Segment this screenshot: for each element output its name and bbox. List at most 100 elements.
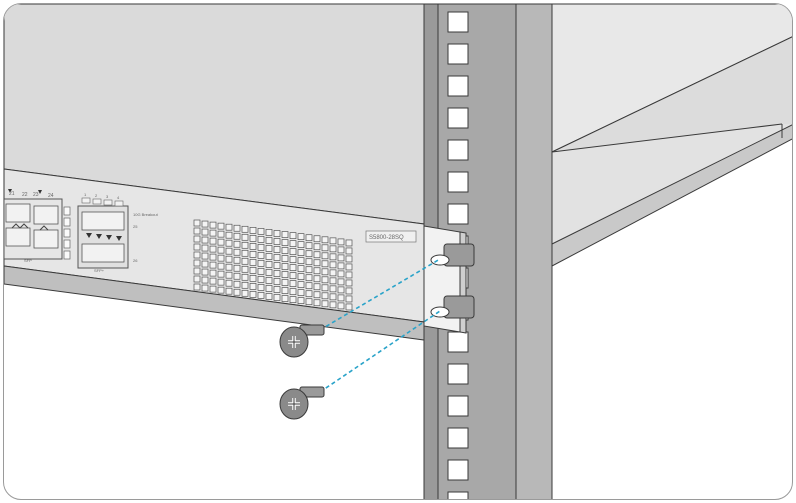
- rack-mount-illustration: 21 22 23 24 1 2 3 4 10G Breakout 25 26 S…: [4, 4, 792, 499]
- vent-hole: [289, 248, 297, 255]
- vent-hole: [329, 245, 337, 253]
- vent-hole: [281, 295, 289, 302]
- vent-hole: [281, 247, 289, 254]
- vent-hole: [241, 233, 249, 241]
- vent-hole: [289, 256, 297, 263]
- vent-hole: [201, 236, 209, 244]
- vent-hole: [273, 246, 281, 253]
- vent-hole: [281, 231, 289, 238]
- vent-hole: [305, 250, 313, 258]
- vent-hole: [241, 249, 249, 257]
- vent-hole: [321, 292, 329, 300]
- vent-hole: [233, 224, 241, 232]
- vent-hole: [313, 267, 321, 275]
- vent-hole: [321, 284, 329, 292]
- vent-hole: [225, 239, 233, 247]
- sfp-number-1: 1: [84, 192, 87, 197]
- sfp-port-block: [77, 197, 129, 269]
- vent-hole: [249, 243, 257, 250]
- vent-hole: [289, 264, 297, 271]
- caption-sfp: SFP: [24, 258, 32, 263]
- vent-hole: [233, 272, 241, 280]
- rear-shelf: [551, 4, 792, 267]
- vent-hole: [265, 285, 273, 292]
- vent-hole: [201, 284, 209, 292]
- switch-front-panel: [4, 168, 425, 341]
- model-label: S5800-28SQ: [369, 235, 404, 241]
- vent-hole: [289, 296, 297, 303]
- sfp-number-2: 2: [95, 193, 98, 198]
- vent-hole: [233, 256, 241, 264]
- vent-hole: [257, 228, 265, 235]
- vent-hole: [265, 269, 273, 276]
- vent-hole: [265, 277, 273, 284]
- vent-hole: [201, 268, 209, 276]
- vent-hole: [321, 260, 329, 268]
- vent-hole: [233, 248, 241, 256]
- vent-hole: [241, 265, 249, 273]
- vent-hole: [345, 295, 353, 303]
- vent-hole: [321, 236, 329, 244]
- port-label-22: 22: [22, 192, 28, 198]
- vent-hole: [217, 286, 225, 294]
- vent-hole: [273, 270, 281, 277]
- vent-hole: [193, 243, 201, 251]
- vent-hole: [193, 251, 201, 259]
- vent-hole: [201, 228, 209, 236]
- vent-hole: [257, 236, 265, 243]
- vent-hole: [329, 253, 337, 261]
- vent-hole: [313, 291, 321, 299]
- vent-hole: [337, 254, 345, 262]
- vent-hole: [233, 280, 241, 288]
- vent-hole: [337, 286, 345, 294]
- vent-hole: [313, 243, 321, 251]
- module-caption: 10G Breakout: [133, 212, 159, 217]
- vent-hole: [257, 268, 265, 275]
- vent-hole: [249, 259, 257, 266]
- vent-hole: [305, 282, 313, 290]
- vent-hole: [217, 238, 225, 246]
- vent-hole: [265, 229, 273, 236]
- vent-hole: [209, 261, 217, 269]
- vent-hole: [257, 260, 265, 267]
- vent-hole: [233, 288, 241, 296]
- bracket-slot-upper: [430, 254, 450, 266]
- vent-hole: [273, 278, 281, 285]
- vent-hole: [193, 283, 201, 291]
- vent-hole: [329, 285, 337, 293]
- vent-hole: [345, 263, 353, 271]
- vent-hole: [225, 263, 233, 271]
- vent-hole: [321, 252, 329, 260]
- vent-hole: [241, 225, 249, 233]
- vent-hole: [329, 301, 337, 309]
- ventilation-grid: [193, 219, 353, 311]
- vent-hole: [321, 276, 329, 284]
- vent-hole: [345, 247, 353, 255]
- vent-hole: [305, 298, 313, 306]
- vent-hole: [321, 244, 329, 252]
- vent-hole: [329, 237, 337, 245]
- rail-hole: [447, 11, 469, 33]
- rail-hole: [447, 43, 469, 65]
- vent-hole: [297, 297, 305, 304]
- vent-hole: [265, 253, 273, 260]
- vent-hole: [249, 283, 257, 290]
- vent-hole: [337, 294, 345, 302]
- vent-hole: [345, 271, 353, 279]
- vent-hole: [281, 271, 289, 278]
- vent-hole: [297, 233, 305, 240]
- bracket-slot-lower: [430, 306, 450, 318]
- vent-hole: [241, 281, 249, 289]
- vent-hole: [297, 281, 305, 288]
- vent-hole: [201, 260, 209, 268]
- vent-hole: [201, 220, 209, 228]
- vent-hole: [313, 299, 321, 307]
- guide-line-lower: [319, 310, 441, 393]
- vent-hole: [337, 246, 345, 254]
- vent-hole: [289, 288, 297, 295]
- vent-hole: [209, 253, 217, 261]
- vent-hole: [249, 275, 257, 282]
- caption-sfp-plus: SFP+: [94, 268, 105, 273]
- vent-hole: [313, 259, 321, 267]
- vent-hole: [225, 247, 233, 255]
